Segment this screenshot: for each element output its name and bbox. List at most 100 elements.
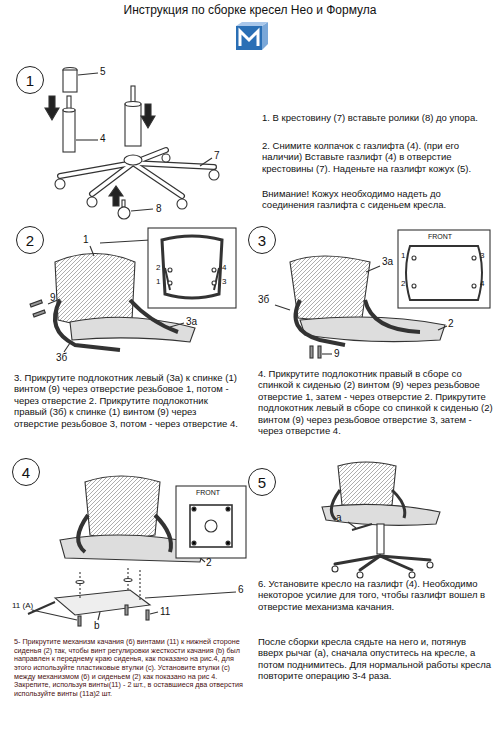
step3-illustration-part: [275, 305, 290, 310]
step1-illustration-part: [76, 139, 98, 140]
callout-number: FRONT: [196, 489, 220, 497]
step3-illustration-part: [438, 326, 447, 330]
step1-illustration-part: [118, 207, 130, 219]
step2-illustration-part: [170, 323, 184, 327]
step1-illustration-part: [162, 154, 170, 162]
callout-number: a: [336, 512, 342, 524]
step4-illustration-part: [176, 486, 246, 558]
step4-illustration-part: [98, 612, 100, 620]
step1-illustration-part: [209, 170, 219, 180]
step1-illustration-part: [131, 209, 153, 211]
step1-illustration-part-part: [92, 163, 133, 194]
step3-illustration-part: [310, 346, 313, 358]
callout-number: 7: [214, 150, 220, 162]
step3-illustration-part: [398, 230, 490, 308]
step4-illustration-part: [226, 541, 230, 545]
step-number: 3: [258, 232, 266, 249]
callout-number: b: [94, 620, 100, 632]
step4-illustration-part: [78, 515, 88, 552]
logo-part: [262, 22, 268, 50]
step1-illustration-part: [60, 150, 214, 196]
callout-number: 5: [100, 66, 106, 78]
callout-number: 3а: [382, 256, 393, 268]
callout-number: 1: [401, 251, 405, 261]
callout-number: 3: [480, 251, 484, 261]
logo-part: [236, 22, 268, 26]
callout-number: 4: [480, 279, 484, 289]
step3-illustration-part: [472, 256, 476, 260]
step3-illustration-part: [412, 284, 416, 288]
step3-illustration-part: [300, 317, 445, 342]
logo-part: [236, 26, 262, 50]
step1-illustration-part: [63, 70, 77, 92]
step4-illustration-part: [76, 581, 84, 584]
step-number-circle: 1: [16, 66, 44, 94]
instruction-text: Внимание! Кожух необходимо надеть до сое…: [262, 188, 494, 211]
step3-illustration-part: [290, 256, 370, 320]
step4-illustration-part: [226, 507, 230, 511]
step3-illustration-part: [472, 284, 476, 288]
step5-illustration-part-part: [380, 556, 430, 560]
step2-illustration-part: [168, 268, 172, 272]
step5-illustration-part: [357, 572, 363, 578]
step1-illustration-part: [125, 102, 141, 107]
step5-illustration-part: [338, 462, 396, 508]
callout-number: 3б: [258, 294, 269, 306]
step1-illustration-part: [109, 186, 123, 206]
step3-illustration-part: [318, 346, 321, 358]
step2-illustration-part: [55, 300, 120, 350]
step3-illustration-part: [366, 266, 380, 272]
step1-illustration-part: [87, 197, 97, 207]
step4-illustration-part: [192, 507, 196, 511]
step2-illustration-part: [148, 228, 236, 308]
callout-number: 2: [448, 318, 454, 330]
callout-number: 9: [50, 292, 56, 304]
callout-number: 3б: [56, 352, 67, 364]
step5-illustration-part: [377, 524, 384, 554]
step4-illustration-part: [32, 610, 77, 620]
step1-illustration-part: [63, 110, 75, 152]
step2-illustration: [30, 228, 236, 352]
callout-number: 11: [160, 606, 170, 618]
step1-illustration-part: [125, 104, 141, 146]
step-number: 2: [26, 232, 34, 249]
instruction-text: 4. Прикрутите подлокотник правый в сборе…: [258, 368, 493, 436]
step1-illustration-part: [141, 104, 155, 128]
logo-part: [240, 31, 258, 46]
step5-illustration-part: [427, 562, 433, 568]
step4-illustration-part: [78, 616, 81, 626]
instruction-text: После сборки кресла сядьте на него и, по…: [258, 636, 493, 682]
instruction-text: 3. Прикрутите подлокотник левый (3а) к с…: [14, 372, 242, 429]
step3-illustration-part: [296, 300, 346, 345]
step1-illustration-part-part: [133, 163, 182, 196]
callout-number: 8: [156, 203, 162, 215]
step1-illustration: [45, 68, 219, 220]
callout-number: 2: [401, 279, 405, 289]
step1-illustration-part: [45, 96, 59, 120]
step4-illustration-part: [55, 590, 150, 615]
step4-illustration-part: [150, 612, 158, 614]
step5-illustration-part: [332, 566, 338, 572]
step4-illustration-part: [139, 570, 140, 600]
step3-illustration-part: [322, 353, 332, 354]
callout-number: FRONT: [428, 233, 452, 241]
callout-number: 3а: [186, 316, 197, 328]
step-number-circle: 5: [248, 468, 276, 496]
step5-illustration-part-part: [360, 556, 380, 570]
callout-number: 2: [206, 557, 212, 569]
step2-illustration-part: [165, 268, 219, 290]
callout-number: 4: [222, 263, 226, 273]
step5-illustration-part: [322, 504, 440, 525]
step4-illustration-part: [190, 505, 232, 547]
step5-illustration-part: [392, 490, 405, 518]
step3-illustration: [275, 230, 490, 358]
step1-illustration-part: [78, 73, 98, 75]
step1-illustration-part: [200, 158, 212, 166]
step5-illustration: [322, 462, 440, 578]
step3-illustration-part: [406, 246, 482, 300]
step2-illustration-part: [168, 281, 172, 285]
step-number: 4: [22, 464, 30, 481]
step2-illustration-part: [90, 246, 94, 256]
step4-illustration-part: [145, 592, 236, 598]
